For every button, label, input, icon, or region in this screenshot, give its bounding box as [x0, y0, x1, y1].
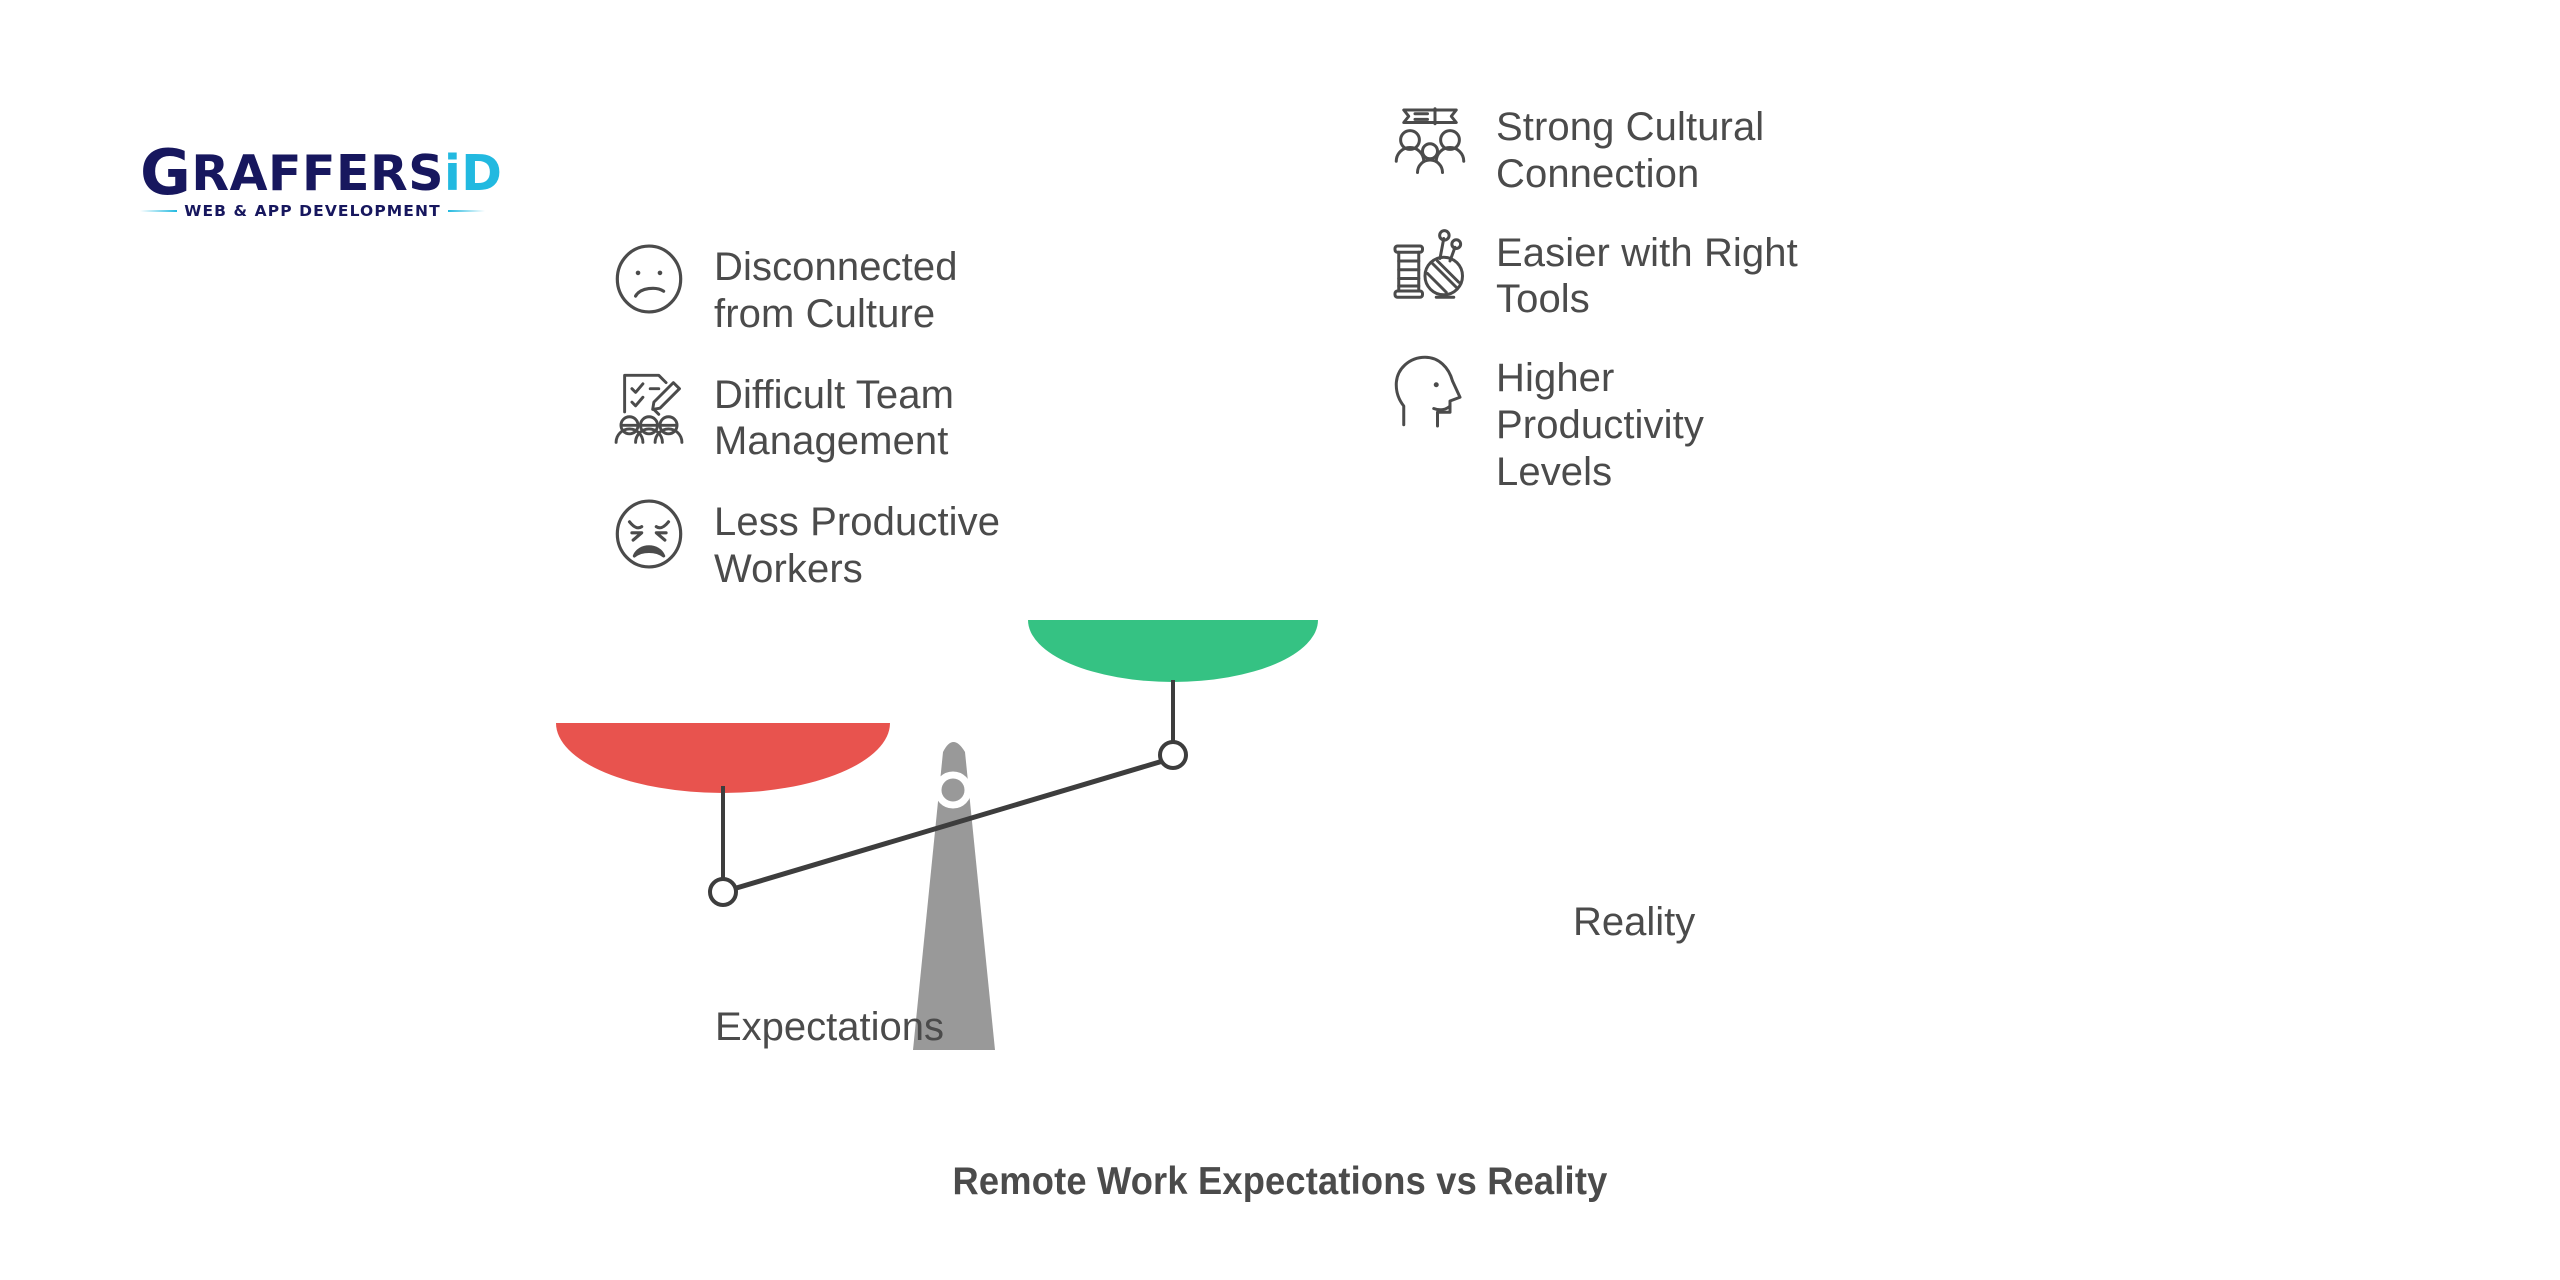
feature-label: Higher Productivity Levels	[1496, 356, 1704, 494]
expectations-pan	[556, 723, 890, 793]
feature-label: Less Productive Workers	[714, 500, 1001, 591]
feature-item-easier-with-right-tools: Easier with Right Tools	[1390, 226, 1810, 324]
logo-wordmark-main: RAFFERS	[191, 145, 444, 202]
logo-tagline: WEB & APP DEVELOPMENT	[184, 202, 441, 220]
logo-tagline-row: WEB & APP DEVELOPMENT	[140, 202, 486, 220]
fulcrum-pivot-ring	[934, 771, 972, 809]
grafersid-logo: GRAFFERSiD WEB & APP DEVELOPMENT	[140, 138, 502, 243]
weary-face-icon	[615, 499, 683, 569]
spool-yarn-icon	[1393, 228, 1464, 299]
feature-label: Difficult Team Management	[714, 372, 955, 464]
feature-label: Disconnected from Culture	[714, 245, 958, 336]
head-profile-icon	[1394, 355, 1462, 428]
feature-label: Strong Cultural Connection	[1496, 105, 1765, 196]
balance-scale-graphic	[540, 600, 1780, 1120]
logo-initial-g: G	[140, 136, 192, 209]
feature-item-strong-cultural-connection: Strong Cultural Connection	[1390, 100, 1810, 198]
scale-beam	[720, 755, 1176, 895]
chart-title: Remote Work Expectations vs Reality	[952, 1160, 1608, 1203]
expectations-side-label: Expectations	[715, 1005, 945, 1049]
banner-team-icon	[1394, 107, 1466, 174]
expectations-feature-list: Disconnected from Culture	[610, 240, 1040, 623]
sad-face-icon	[615, 244, 683, 314]
fulcrum	[913, 742, 995, 1050]
feature-item-disconnected-from-culture: Disconnected from Culture	[610, 240, 1040, 338]
logo-wordmark-accent: iD	[443, 145, 503, 202]
reality-pan	[1028, 620, 1318, 682]
logo-rule-left	[140, 210, 178, 212]
expectations-hanger-ring	[708, 877, 738, 907]
feature-item-difficult-team-management: Difficult Team Management	[610, 368, 1040, 466]
feature-item-less-productive-workers: Less Productive Workers	[610, 495, 1040, 593]
reality-side-label: Reality	[1573, 900, 1696, 944]
feature-label: Easier with Right Tools	[1496, 230, 1798, 322]
balance-scale-svg	[556, 620, 1318, 1050]
logo-wordmark: GRAFFERSiD	[140, 138, 502, 204]
feature-item-higher-productivity-levels: Higher Productivity Levels	[1390, 351, 1810, 495]
logo-rule-right	[447, 210, 486, 212]
checklist-team-icon	[614, 373, 684, 444]
reality-feature-list: Strong Cultural Connection	[1390, 100, 1810, 524]
reality-hanger-ring	[1158, 740, 1188, 770]
